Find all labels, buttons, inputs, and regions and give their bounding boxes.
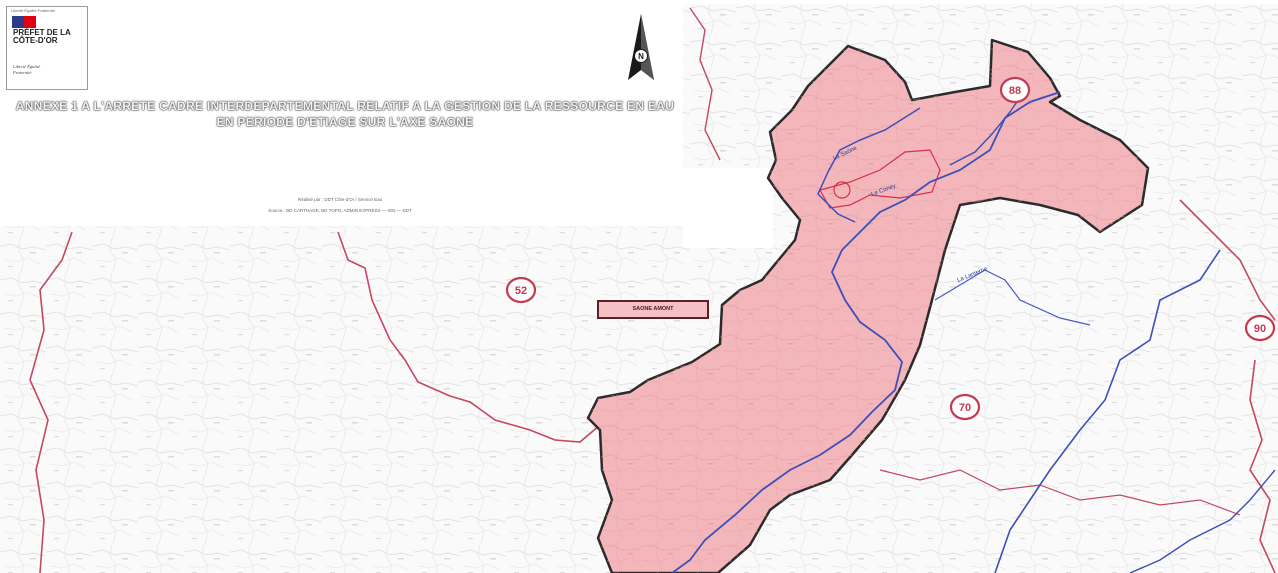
- source-line-1: Réalisé par : DDT Côte-d'Or / Service Ea…: [297, 197, 383, 202]
- logo-motto: Liberté Égalité Fraternité: [13, 64, 41, 75]
- north-arrow-icon: N: [628, 14, 654, 80]
- zone-saone-amont-texture: [588, 40, 1148, 573]
- river-southeast: [1129, 469, 1276, 573]
- subzone-circle: [833, 181, 851, 199]
- river-lanterne-east: [934, 269, 1091, 326]
- department-code-90: 90: [1254, 323, 1266, 335]
- river-saone: [671, 91, 1061, 573]
- department-badge-88: 88: [999, 76, 1031, 104]
- river-coney: [817, 107, 921, 223]
- north-letter: N: [638, 52, 644, 61]
- department-border-52-70: [337, 231, 611, 443]
- logo-title: PRÉFET DE LA CÔTE-D'OR: [13, 28, 71, 45]
- source-line-2: Source : BD CARTHAGE, BD TOPO, ADMIN EXP…: [268, 208, 412, 213]
- department-border-90: [1249, 359, 1276, 573]
- department-badge-52: 52: [505, 276, 537, 304]
- zone-label-saone-amont: SAONE AMONT: [597, 300, 709, 319]
- prefecture-logo: Liberté Égalité Fraternité PRÉFET DE LA …: [6, 6, 88, 90]
- department-code-88: 88: [1009, 85, 1021, 97]
- river-east: [994, 249, 1221, 573]
- logo-topline: Liberté Égalité Fraternité: [11, 8, 55, 13]
- marianne-flag-icon: [12, 16, 36, 28]
- department-border-south: [879, 469, 1241, 516]
- subzone-outline: [819, 149, 941, 209]
- department-code-70: 70: [959, 402, 971, 414]
- header-mask-corner: [683, 168, 773, 248]
- department-border-west: [29, 231, 73, 573]
- department-border-northeast: [1179, 199, 1276, 321]
- department-border-88-north: [689, 7, 721, 161]
- department-code-52: 52: [515, 285, 527, 297]
- river-lanterne: [949, 89, 1026, 166]
- page-title: ANNEXE 1 A L'ARRETE CADRE INTERDEPARTEME…: [15, 99, 675, 129]
- header-mask: [0, 0, 683, 226]
- department-badge-90: 90: [1244, 314, 1276, 342]
- department-badge-70: 70: [949, 393, 981, 421]
